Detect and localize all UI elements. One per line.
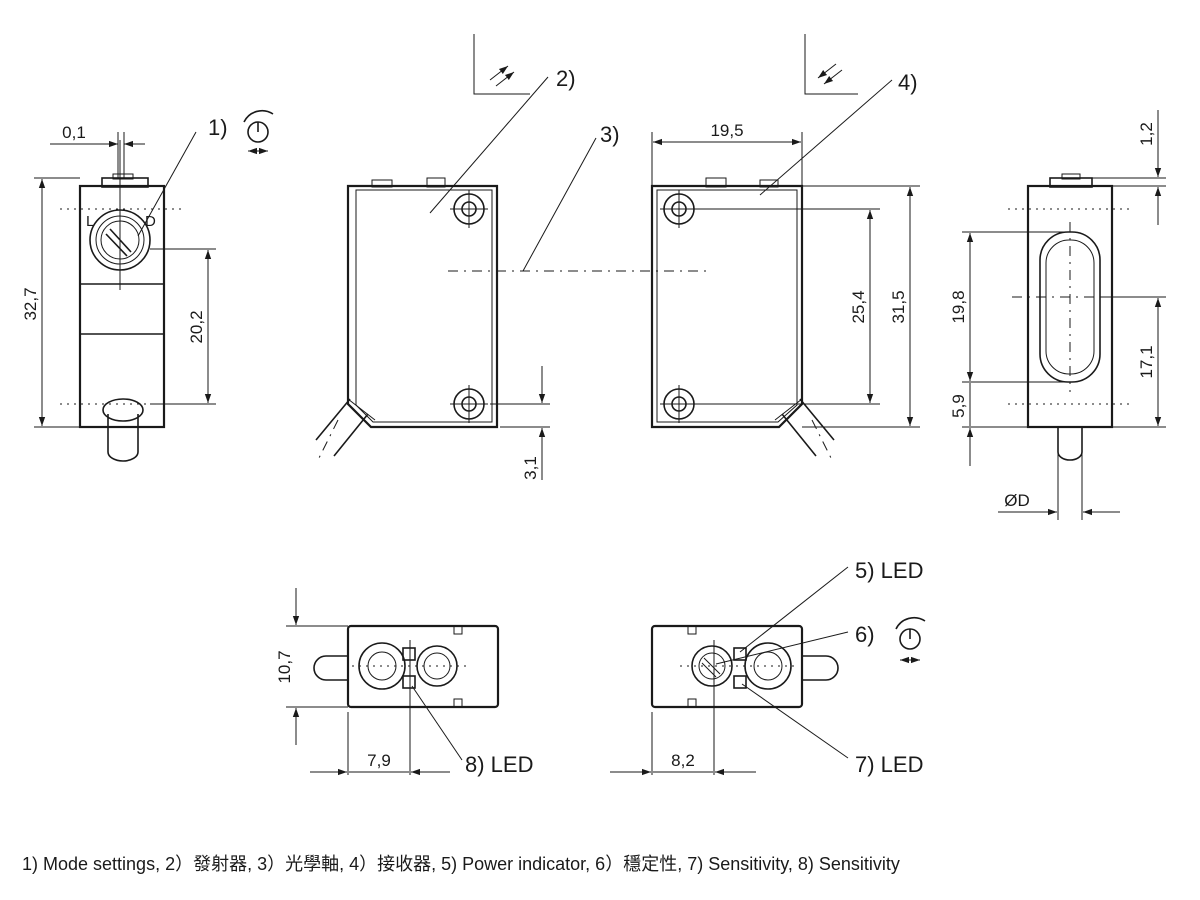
side-view-right: ØD 1,2 17,1 19,8 5,9 [949, 110, 1166, 520]
dim-20-2: 20,2 [187, 310, 206, 343]
svg-text:L: L [86, 213, 94, 230]
dim-3-1: 3,1 [521, 456, 540, 480]
bottom-view-receiver: 8,2 5) LED 6) 7) LED [610, 558, 926, 777]
callout-8: 8) LED [465, 752, 533, 777]
dim-32-7: 32,7 [21, 287, 40, 320]
dim-17-1: 17,1 [1137, 345, 1156, 378]
dim-19-5: 19,5 [710, 121, 743, 140]
callout-1: 1) [208, 115, 228, 140]
dim-0-1: 0,1 [62, 123, 86, 142]
callout-4: 4) [898, 70, 918, 95]
callout-3: 3) [600, 122, 620, 147]
knob-icon [895, 616, 926, 664]
dim-19-8: 19,8 [949, 290, 968, 323]
dim-25-4: 25,4 [849, 290, 868, 323]
svg-text:D: D [145, 213, 156, 230]
callout-2: 2) [556, 66, 576, 91]
receiver-symbol-icon [804, 34, 858, 95]
bottom-view-emitter: 10,7 7,9 8) LED [275, 588, 533, 777]
front-view-emitter: 2) 3,1 [315, 34, 576, 480]
optical-axis: 3) [448, 122, 706, 272]
front-view-receiver: 4) 19,5 25,4 31,5 [650, 34, 920, 461]
mount-hole [450, 385, 488, 423]
knob-icon [243, 109, 274, 155]
dim-1-2: 1,2 [1137, 122, 1156, 146]
dim-7-9: 7,9 [367, 751, 391, 770]
legend-caption: 1) Mode settings, 2）發射器, 3）光學軸, 4）接收器, 5… [22, 854, 900, 874]
dim-8-2: 8,2 [671, 751, 695, 770]
dim-5-9: 5,9 [949, 394, 968, 418]
mount-hole [450, 190, 488, 228]
callout-6: 6) [855, 622, 875, 647]
dim-31-5: 31,5 [889, 290, 908, 323]
callout-5: 5) LED [855, 558, 923, 583]
mode-knob: L D [86, 140, 156, 290]
emitter-symbol-icon [473, 34, 530, 95]
callout-7: 7) LED [855, 752, 923, 777]
dim-10-7: 10,7 [275, 650, 294, 683]
side-view-left: L D 32,7 20,2 0,1 1) [21, 109, 274, 462]
dim-phi-d: ØD [1004, 491, 1030, 510]
